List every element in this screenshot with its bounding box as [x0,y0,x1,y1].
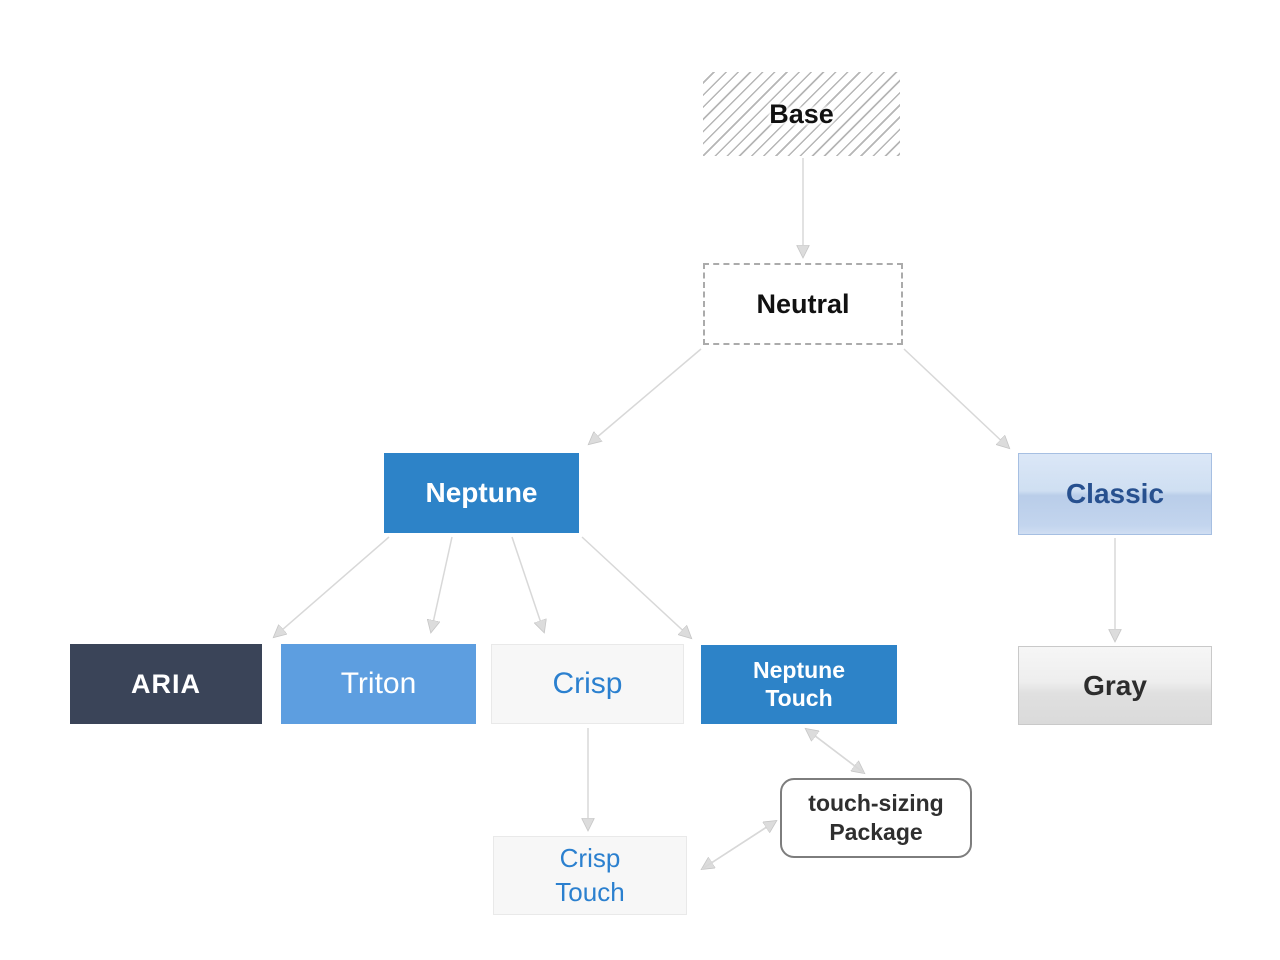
node-base: Base [703,72,900,156]
edge-neutral-neptune [589,348,702,444]
edge-neptune-aria [274,536,390,637]
node-neptune-touch-label: Neptune Touch [753,656,845,711]
node-crisp: Crisp [491,644,684,724]
node-crisp-touch: Crisp Touch [493,836,687,915]
node-touch-sizing-package: touch-sizing Package [780,778,972,858]
node-aria: ARIA [70,644,262,724]
edge-neptune-triton [431,536,453,632]
node-triton-label: Triton [340,667,417,700]
node-classic-label: Classic [1065,478,1165,509]
node-crisp-label: Crisp [552,667,623,700]
edge-neptune-crisp [511,536,544,632]
edge-neutral-classic [903,348,1009,448]
node-base-label: Base [769,98,834,129]
node-crisp-touch-label: Crisp Touch [555,842,625,907]
node-gray: Gray [1018,646,1212,725]
node-triton: Triton [281,644,476,724]
node-neptune: Neptune [384,453,579,533]
node-neptune-touch: Neptune Touch [701,645,897,724]
node-touch-sizing-package-label: touch-sizing Package [808,790,944,845]
node-neutral: Neutral [703,263,903,345]
node-classic: Classic [1018,453,1212,535]
edge-neptune-touch-package [806,729,864,773]
edge-neptune-neptune-touch [581,536,691,638]
node-neutral-label: Neutral [756,288,850,319]
node-gray-label: Gray [1083,669,1147,701]
node-neptune-label: Neptune [425,477,538,508]
edge-crisp-touch-package [702,821,776,869]
node-aria-label: ARIA [131,668,201,699]
